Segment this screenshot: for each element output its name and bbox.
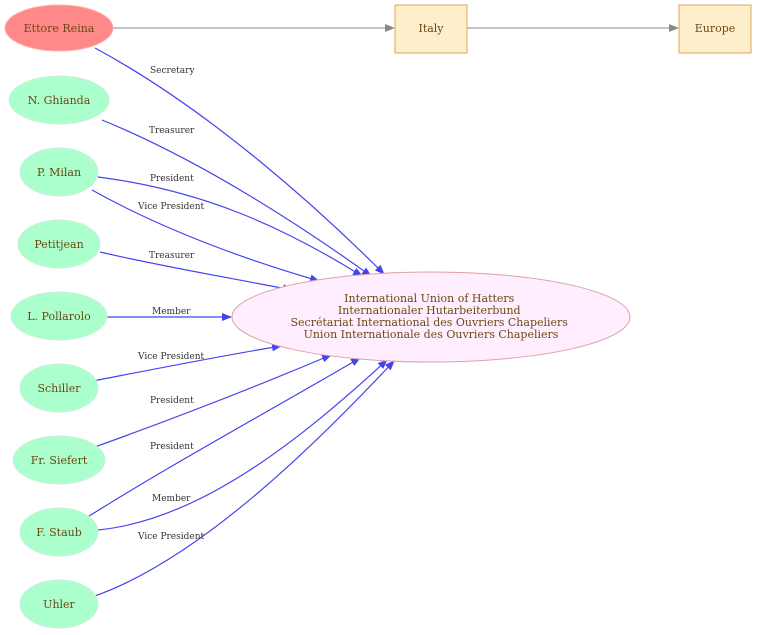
node-italy-label: Italy xyxy=(418,22,444,35)
edge-label-schiller: Vice President xyxy=(137,352,205,362)
node-union-label-line-3: Secrétariat International des Ouvriers C… xyxy=(291,316,569,329)
node-europe-shape xyxy=(678,4,752,54)
node-ettore-reina-shape xyxy=(4,4,114,52)
node-uhler-label: Uhler xyxy=(43,598,75,611)
edge-label-ettore: Secretary xyxy=(150,66,195,76)
node-union-label-line-2: Internationaler Hutarbeiterbund xyxy=(338,304,521,317)
node-italy[interactable]: Italy xyxy=(394,4,468,54)
node-n-ghianda-label: N. Ghianda xyxy=(28,94,91,107)
node-union-label-line-4: Union Internationale des Ouvriers Chapel… xyxy=(304,328,559,341)
edge-staub-union-member xyxy=(97,359,388,531)
node-europe-label: Europe xyxy=(695,22,736,35)
node-union[interactable]: International Union of Hatters Internati… xyxy=(231,271,631,363)
edge-label-siefert: President xyxy=(150,396,194,406)
node-schiller-label: Schiller xyxy=(37,382,81,395)
node-n-ghianda-shape xyxy=(8,75,110,125)
node-p-milan-label: P. Milan xyxy=(37,166,81,179)
edge-label-milan-president: President xyxy=(150,174,194,184)
node-f-staub[interactable]: F. Staub xyxy=(19,507,99,557)
edge-label-pollarolo: Member xyxy=(152,307,191,317)
node-schiller-shape xyxy=(19,363,99,413)
node-uhler-shape xyxy=(19,579,99,629)
node-uhler[interactable]: Uhler xyxy=(19,579,99,629)
edge-label-staub-president: President xyxy=(150,442,194,452)
node-union-label-line-1: International Union of Hatters xyxy=(344,292,515,305)
edge-labels: Secretary Treasurer President Vice Presi… xyxy=(137,66,205,542)
edge-label-milan-vice: Vice President xyxy=(137,202,205,212)
node-petitjean[interactable]: Petitjean xyxy=(17,219,101,269)
node-fr-siefert[interactable]: Fr. Siefert xyxy=(12,435,106,485)
edge-ghianda-union xyxy=(101,119,372,277)
node-l-pollarolo[interactable]: L. Pollarolo xyxy=(10,291,108,341)
edge-schiller-union xyxy=(92,343,282,382)
node-italy-shape xyxy=(394,4,468,54)
node-union-shape xyxy=(231,271,631,363)
node-union-label: International Union of Hatters Internati… xyxy=(291,292,572,341)
node-p-milan-shape xyxy=(19,147,99,197)
node-schiller[interactable]: Schiller xyxy=(19,363,99,413)
node-l-pollarolo-label: L. Pollarolo xyxy=(27,310,91,323)
edge-label-staub-member: Member xyxy=(152,494,191,504)
edge-petitjean-union xyxy=(99,251,293,293)
node-ettore-reina-label: Ettore Reina xyxy=(24,22,95,35)
node-ettore-reina[interactable]: Ettore Reina xyxy=(4,4,114,52)
edge-label-ghianda: Treasurer xyxy=(149,126,195,136)
node-europe[interactable]: Europe xyxy=(678,4,752,54)
node-petitjean-label: Petitjean xyxy=(34,238,83,251)
edge-milan-union-vice xyxy=(91,189,320,283)
node-p-milan[interactable]: P. Milan xyxy=(19,147,99,197)
edge-ettore-union xyxy=(94,47,385,275)
node-f-staub-label: F. Staub xyxy=(36,526,82,539)
node-n-ghianda[interactable]: N. Ghianda xyxy=(8,75,110,125)
node-fr-siefert-label: Fr. Siefert xyxy=(31,454,88,467)
edge-label-uhler: Vice President xyxy=(137,532,205,542)
node-fr-siefert-shape xyxy=(12,435,106,485)
edge-siefert-union xyxy=(91,354,332,449)
edge-milan-union-president xyxy=(97,176,363,277)
membership-edges xyxy=(85,47,395,598)
edge-staub-union-president xyxy=(85,357,361,519)
node-l-pollarolo-shape xyxy=(10,291,108,341)
edge-uhler-union xyxy=(91,360,395,598)
node-petitjean-shape xyxy=(17,219,101,269)
node-f-staub-shape xyxy=(19,507,99,557)
edge-label-petitjean: Treasurer xyxy=(149,251,195,261)
